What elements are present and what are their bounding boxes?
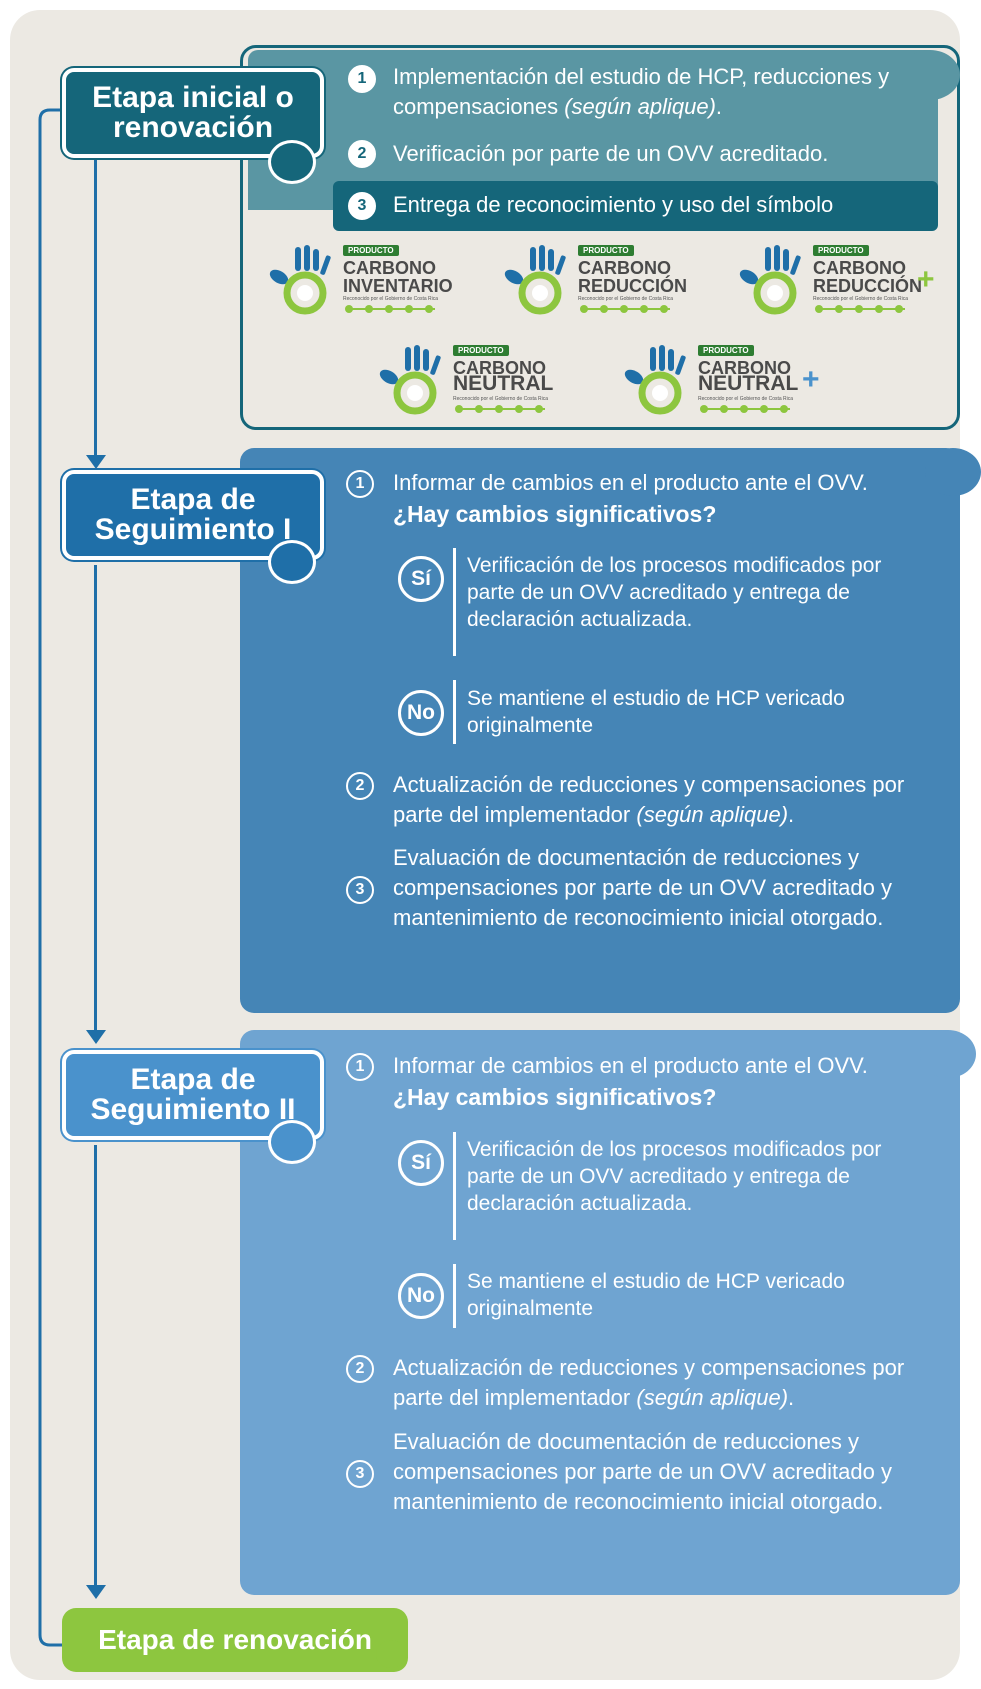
initial-step-1-number: 1: [348, 65, 376, 93]
follow1-yes-text: Verificación de los procesos modificados…: [467, 554, 882, 631]
plus-icon: +: [917, 263, 935, 296]
logo-line2: REDUCCIÓN: [813, 276, 923, 296]
initial-stage-label-text: Etapa inicial o renovación: [92, 81, 294, 144]
follow2-no-divider: [453, 1264, 456, 1328]
flow-arrow-1: [86, 455, 106, 469]
initial-step-1-text: Implementación del estudio de HCP, reduc…: [393, 64, 890, 119]
logo-caption: Reconocido por el Gobierno de Costa Rica: [453, 396, 549, 402]
follow2-label-line1: Etapa de: [130, 1063, 256, 1096]
follow2-step-2-number: 2: [346, 1355, 374, 1383]
logo-line1: CARBONO: [453, 358, 546, 378]
hand-neutral-plus-icon: [624, 345, 686, 415]
logo-progress-dots: [345, 305, 435, 313]
follow1-panel-bubble: [925, 448, 981, 496]
logo-line2: NEUTRAL: [453, 372, 554, 395]
initial-step-3-bar: [333, 181, 938, 231]
follow2-label-line2: Seguimiento II: [90, 1093, 296, 1126]
follow2-no-badge: No: [398, 1273, 444, 1319]
logo-tag: PRODUCTO: [578, 245, 634, 256]
follow1-no-text: Se mantiene el estudio de HCP vericado o…: [467, 687, 845, 737]
follow1-no-badge: No: [398, 690, 444, 736]
follow1-step-3-number: 3: [346, 876, 374, 904]
logo-caption: Reconocido por el Gobierno de Costa Rica: [813, 296, 909, 302]
follow2-yes-text: Verificación de los procesos modificados…: [467, 1138, 882, 1215]
logo-tag: PRODUCTO: [343, 245, 399, 256]
logo-tag: PRODUCTO: [453, 345, 509, 356]
follow2-step-1-number: 1: [346, 1053, 374, 1081]
logo-line1: CARBONO: [578, 258, 671, 278]
initial-step-2-number: 2: [348, 140, 376, 168]
logo-progress-dots: [700, 405, 790, 413]
logo-progress-dots: [580, 305, 670, 313]
flow-arrow-2: [86, 1030, 106, 1044]
logo-caption: Reconocido por el Gobierno de Costa Rica: [578, 296, 674, 302]
follow2-no-text: Se mantiene el estudio de HCP vericado o…: [467, 1270, 845, 1320]
follow1-yes-divider: [453, 548, 456, 656]
flow-line-2: [94, 565, 97, 1035]
initial-step-2-text: Verificación por parte de un OVV acredit…: [393, 141, 829, 166]
logo-caption: Reconocido por el Gobierno de Costa Rica: [343, 296, 439, 302]
logo-caption: Reconocido por el Gobierno de Costa Rica: [698, 396, 794, 402]
logo-line1: CARBONO: [813, 258, 906, 278]
follow2-label-bubble: [268, 1120, 316, 1164]
follow2-step-3-text: Evaluación de documentación de reduccion…: [393, 1429, 892, 1514]
logo-line2: NEUTRAL: [698, 372, 799, 395]
logo-line2: INVENTARIO: [343, 276, 453, 296]
renewal-label-bubble: [376, 1640, 406, 1668]
initial-step-3-text: Entrega de reconocimiento y uso del símb…: [393, 192, 834, 217]
follow1-label-line2: Seguimiento I: [94, 513, 292, 546]
initial-step-3-number: 3: [348, 192, 376, 220]
flow-line-3: [94, 1145, 97, 1590]
hand-neutral-icon: [379, 345, 441, 415]
follow2-step-1-text: Informar de cambios en el producto ante …: [393, 1053, 868, 1078]
follow1-question: ¿Hay cambios significativos?: [393, 501, 717, 527]
follow1-no-divider: [453, 680, 456, 744]
logo-line1: CARBONO: [343, 258, 436, 278]
initial-panel-bubble: [900, 50, 960, 100]
follow1-step-1-number: 1: [346, 470, 374, 498]
logo-progress-dots: [815, 305, 905, 313]
follow1-step-1-text: Informar de cambios en el producto ante …: [393, 470, 868, 495]
follow2-step-2-text: Actualización de reducciones y compensac…: [393, 1355, 905, 1410]
logo-line1: CARBONO: [698, 358, 791, 378]
follow1-stage-panel: [240, 448, 960, 1013]
logo-progress-dots: [455, 405, 545, 413]
follow2-yes-divider: [453, 1132, 456, 1240]
follow2-stage-label: Etapa de Seguimiento II: [62, 1050, 324, 1140]
follow2-question: ¿Hay cambios significativos?: [393, 1084, 717, 1110]
hand-reduction-icon: [504, 245, 566, 315]
renewal-stage-label: Etapa de renovación: [62, 1608, 408, 1672]
follow1-step-2-text: Actualización de reducciones y compensac…: [393, 772, 905, 827]
follow1-step-2-number: 2: [346, 772, 374, 800]
hand-reduction-plus-icon: [739, 245, 801, 315]
follow2-stage-panel: [240, 1030, 960, 1595]
follow1-label-line1: Etapa de: [130, 483, 256, 516]
hand-info-icon: [269, 245, 331, 315]
return-loop-arrow: [38, 103, 76, 1647]
logo-tag: PRODUCTO: [698, 345, 754, 356]
follow2-yes-badge: Sí: [398, 1140, 444, 1186]
follow1-step-3-text: Evaluación de documentación de reduccion…: [393, 845, 892, 930]
logo-line2: REDUCCIÓN: [578, 276, 688, 296]
follow1-label-bubble: [268, 540, 316, 584]
follow2-step-3-number: 3: [346, 1460, 374, 1488]
flow-arrow-3: [86, 1585, 106, 1599]
flow-line-1: [94, 160, 97, 460]
plus-icon: +: [802, 363, 820, 396]
follow1-yes-badge: Sí: [398, 556, 444, 602]
logo-tag: PRODUCTO: [813, 245, 869, 256]
follow2-panel-bubble: [920, 1030, 976, 1078]
initial-label-bubble: [268, 140, 316, 184]
renewal-stage-label-text: Etapa de renovación: [98, 1624, 372, 1655]
initial-stage-label: Etapa inicial o renovación: [62, 68, 324, 158]
